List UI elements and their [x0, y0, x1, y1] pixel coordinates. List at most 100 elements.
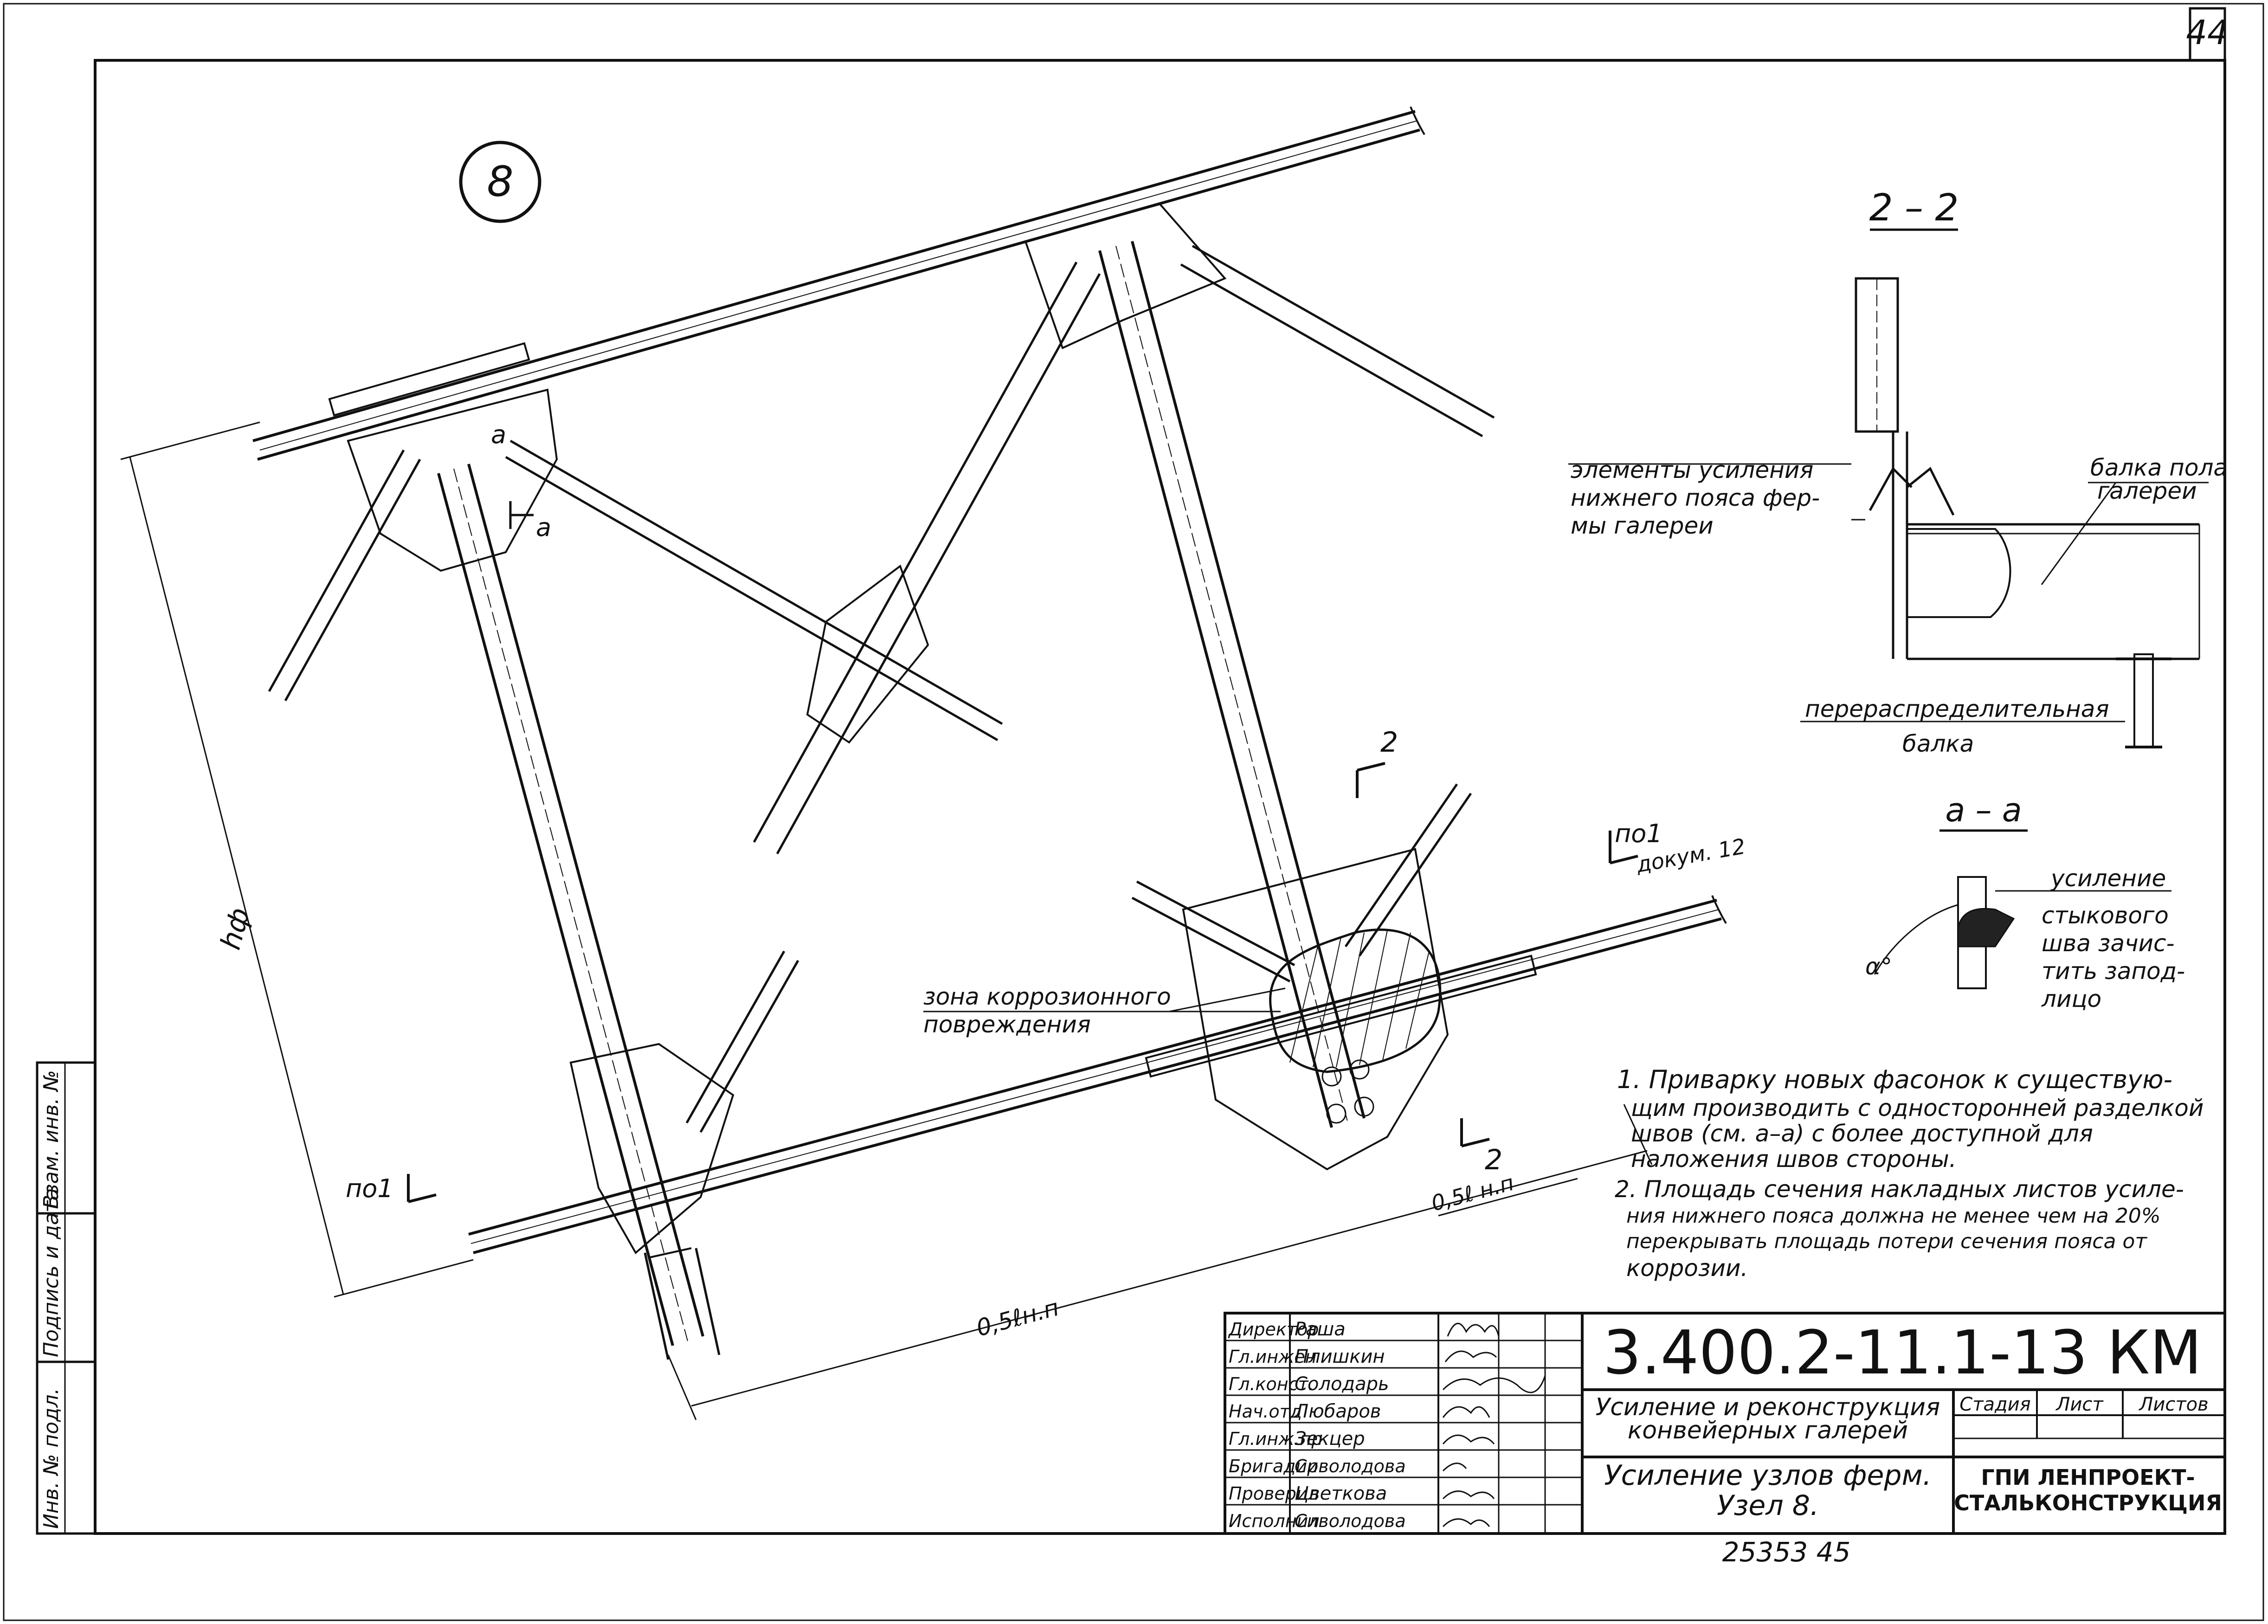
role-2: Гл.конст.: [1229, 1374, 1314, 1394]
organization-1: ГПИ ЛЕНПРОЕКТ-: [1981, 1465, 2195, 1490]
cut-mark-bottom: [1460, 1118, 1490, 1147]
a-a-mark: [509, 501, 534, 529]
sheet-title-2: Узел 8.: [1717, 1489, 1819, 1522]
role-3: Нач.отд: [1229, 1401, 1302, 1422]
name-1: Плишкин: [1295, 1346, 1385, 1367]
note-1-line-4: наложения швов стороны.: [1631, 1146, 1957, 1173]
section-a-a: [1874, 829, 2171, 989]
reinforcement-label-1: элементы усиления: [1571, 457, 1813, 483]
signature-1: [1444, 1350, 1497, 1362]
col-sheets: Листов: [2138, 1394, 2208, 1415]
bolt: [1354, 1096, 1374, 1117]
name-0: Раша: [1295, 1319, 1346, 1340]
right-outward-brace: [1180, 245, 1495, 438]
central-diagonal: [753, 261, 1101, 855]
note-2-line-3: перекрывать площадь потери сечения пояса…: [1626, 1230, 2147, 1253]
top-left-brace: [505, 439, 1003, 741]
mark-a-top: а: [491, 420, 506, 449]
half-span-right-label: 0,5ℓ н.п: [1429, 1170, 1516, 1216]
top-chord: [252, 106, 1425, 461]
role-7: Исполнил: [1229, 1511, 1320, 1531]
section-2-2-label: 2 – 2: [1869, 186, 1959, 229]
dimension-hf: [120, 421, 474, 1298]
top-chord-plate: [328, 342, 530, 417]
role-5: Бригадир: [1229, 1456, 1318, 1476]
redistrib-label-2: балка: [1902, 730, 1974, 757]
reinforcement-label-2: нижнего пояса фер-: [1571, 484, 1820, 511]
gusset-bottom-left: [569, 1043, 735, 1255]
title-block: [1224, 1312, 2226, 1535]
project-title-1: Усиление и реконструкция: [1596, 1393, 1940, 1421]
cut-2-top: 2: [1380, 726, 1398, 759]
corrosion-label-1: зона коррозионного: [923, 983, 1171, 1010]
weld-label-3: шва зачис-: [2042, 930, 2175, 957]
bolt: [1349, 1059, 1370, 1080]
reinforcement-plate: [1145, 954, 1537, 1078]
po1-mark-left: [407, 1174, 437, 1203]
signature-3: [1442, 1406, 1490, 1418]
right-vertical: [1098, 241, 1366, 1128]
role-6: Проверил: [1229, 1483, 1319, 1504]
project-title-2: конвейерных галерей: [1628, 1417, 1908, 1444]
name-4: Зекцер: [1295, 1428, 1365, 1450]
role-4: Гл.инж.пр: [1229, 1429, 1322, 1449]
col-sheet: Лист: [2055, 1394, 2104, 1415]
bottom-chord: [468, 895, 1727, 1254]
sheet-title-1: Усиление узлов ферм.: [1604, 1459, 1932, 1492]
weld-label-5: лицо: [2041, 986, 2101, 1012]
reinforcement-label-3: мы галереи: [1571, 512, 1714, 539]
po1-right-label: по1: [1615, 819, 1662, 848]
truss-drawing: [120, 106, 1727, 1420]
hf-label: hф: [214, 904, 257, 953]
signature-7: [1442, 1518, 1490, 1527]
left-vertical: [437, 464, 704, 1346]
signature-5: [1442, 1463, 1467, 1472]
side-stamp-vzam: Взам. инв. №: [39, 1070, 63, 1209]
gusset-center: [806, 564, 929, 744]
left-outward-brace: [268, 449, 421, 702]
page-number-box: [2189, 7, 2226, 62]
po1-mark-right: [1609, 831, 1638, 864]
dimension-half-span: [667, 1104, 1653, 1420]
note-2-line-4: коррозии.: [1626, 1255, 1748, 1282]
cut-mark-top: [1356, 762, 1385, 798]
weld-label-2: стыкового: [2042, 902, 2169, 929]
organization-2: СТАЛЬКОНСТРУКЦИЯ: [1954, 1490, 2222, 1515]
notes: 1. Приварку новых фасонок к существую- щ…: [1615, 1065, 2204, 1282]
role-0: Директор: [1228, 1319, 1319, 1340]
col-stage: Стадия: [1959, 1394, 2030, 1415]
lower-left-brace: [685, 950, 799, 1133]
floor-beam-label-2: галереи: [2097, 477, 2197, 504]
redistrib-label-1: перераспределительная: [1805, 696, 2109, 722]
dimension-half-span-right: [1438, 1178, 1578, 1217]
name-3: Любаров: [1294, 1401, 1381, 1422]
note-1-line-1: 1. Приварку новых фасонок к существую-: [1617, 1065, 2172, 1094]
signature-0: [1447, 1322, 1500, 1337]
signature-2: [1442, 1375, 1546, 1393]
bolt: [1321, 1066, 1342, 1087]
gusset-top-center: [1024, 203, 1227, 349]
gusset-top-left: [347, 388, 558, 572]
node-number: 8: [487, 157, 513, 206]
gusset-bottom-right: [1182, 848, 1449, 1171]
signature-4: [1442, 1434, 1495, 1444]
corrosion-label-2: повреждения: [923, 1011, 1091, 1038]
inner-frame: [94, 59, 2226, 1535]
side-stamp-inv: Инв. № подл.: [39, 1388, 63, 1529]
floor-beam-label-1: балка пола: [2090, 454, 2228, 481]
drawing-code: 3.400.2-11.1-13 КМ: [1603, 1317, 2202, 1388]
bolt: [1326, 1103, 1347, 1124]
section-a-a-label: а – а: [1945, 791, 2022, 829]
cut-2-bottom: 2: [1485, 1144, 1502, 1176]
signatures: [1442, 1322, 1546, 1527]
bottom-stub: [644, 1247, 721, 1360]
name-7: Сиволодова: [1295, 1511, 1406, 1531]
note-1-line-3: швов (см. а–а) с более доступной для: [1631, 1120, 2093, 1147]
name-2: Солодарь: [1295, 1373, 1389, 1395]
note-2-line-1: 2. Площадь сечения накладных листов усил…: [1615, 1176, 2184, 1203]
note-1-line-2: щим производить с односторонней разделко…: [1631, 1095, 2204, 1121]
bottom-number: 25353 45: [1722, 1536, 1851, 1568]
node-number-circle: [459, 141, 541, 223]
po1-left-label: по1: [346, 1174, 393, 1203]
